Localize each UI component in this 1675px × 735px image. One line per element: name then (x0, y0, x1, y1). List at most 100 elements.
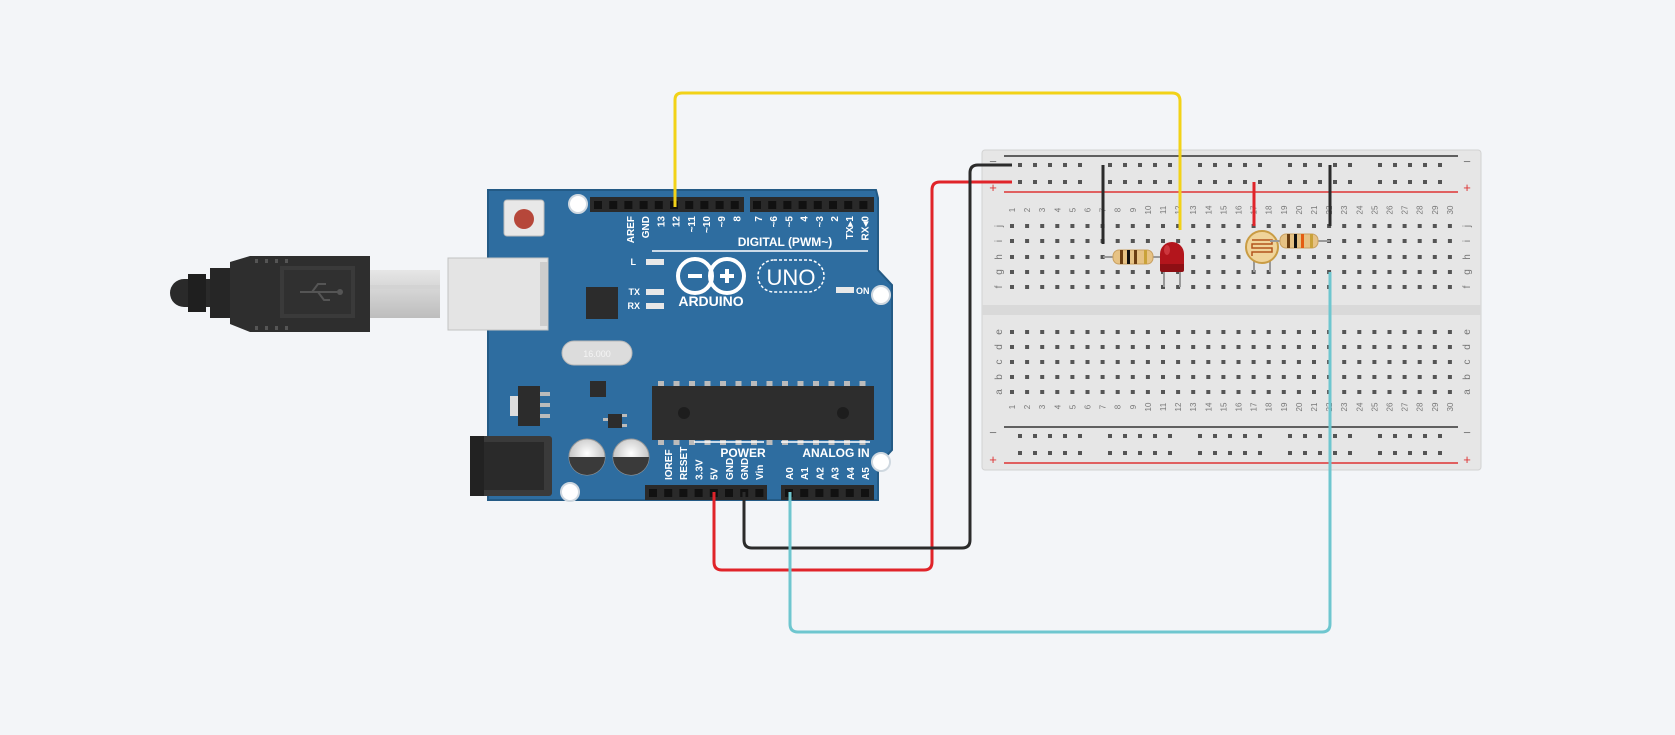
pin-label: 3.3V (694, 459, 705, 480)
brand-label: ARDUINO (678, 293, 743, 309)
red-led[interactable] (1160, 242, 1184, 287)
column-number-top: 11 (1159, 205, 1168, 214)
rail-minus-bottom-right: − (1463, 425, 1471, 440)
column-number-bottom: 7 (1099, 404, 1108, 409)
breadboard[interactable]: − − + + − − + + 112233445566778899101011… (981, 149, 1482, 471)
column-number-top: 4 (1053, 207, 1062, 212)
on-led-label: ON (856, 286, 870, 296)
digital-header-title: DIGITAL (PWM~) (738, 235, 833, 249)
column-number-bottom: 12 (1174, 402, 1183, 411)
column-number-top: 13 (1189, 205, 1198, 214)
column-number-bottom: 2 (1023, 404, 1032, 409)
row-label-right: i (1462, 240, 1473, 242)
pin-label: AREF (626, 216, 637, 243)
column-number-bottom: 25 (1370, 402, 1379, 411)
row-label-left: h (994, 254, 1005, 260)
rail-minus-top-right: − (1463, 154, 1471, 169)
column-number-top: 5 (1068, 207, 1077, 212)
digital-header-left (590, 197, 744, 212)
wire-black-gnd-to-rail[interactable] (742, 163, 1012, 550)
pin-label: A0 (785, 467, 796, 480)
row-label-left: i (994, 240, 1005, 242)
usb-cable[interactable] (170, 256, 440, 332)
resistor-led-series[interactable] (1103, 249, 1164, 265)
column-number-top: 29 (1431, 205, 1440, 214)
pin-label: GND (740, 458, 751, 480)
row-label-right: j (1462, 225, 1473, 228)
column-number-bottom: 9 (1129, 404, 1138, 409)
column-number-bottom: 16 (1235, 402, 1244, 411)
digital-header-right (750, 197, 874, 212)
pin-label: A2 (815, 467, 826, 480)
column-number-bottom: 28 (1416, 402, 1425, 411)
pin-label: ~11 (687, 216, 698, 233)
rail-minus-top-left: − (989, 154, 997, 169)
reset-button[interactable] (503, 199, 545, 237)
column-number-top: 18 (1265, 205, 1274, 214)
led-label-l: L (631, 257, 637, 267)
power-header (645, 485, 767, 500)
column-number-bottom: 15 (1219, 402, 1228, 411)
column-number-bottom: 6 (1084, 404, 1093, 409)
pin-label: 12 (672, 216, 683, 228)
analog-header-title: ANALOG IN (802, 446, 869, 460)
resistor-ldr-divider[interactable] (1270, 233, 1330, 249)
pin-label: ~3 (815, 216, 826, 228)
column-number-top: 25 (1370, 205, 1379, 214)
column-number-bottom: 10 (1144, 402, 1153, 411)
power-header-title: POWER (720, 446, 766, 460)
column-number-top: 28 (1416, 205, 1425, 214)
column-number-bottom: 20 (1295, 402, 1304, 411)
column-number-bottom: 23 (1340, 402, 1349, 411)
pin-label: A4 (846, 467, 857, 480)
capacitors (568, 438, 650, 476)
row-label-right: h (1462, 254, 1473, 260)
column-number-top: 3 (1038, 207, 1047, 212)
column-number-bottom: 4 (1053, 404, 1062, 409)
row-label-right: f (1462, 285, 1473, 288)
column-number-top: 15 (1219, 205, 1228, 214)
column-number-top: 10 (1144, 205, 1153, 214)
column-number-bottom: 11 (1159, 402, 1168, 411)
column-number-bottom: 1 (1008, 404, 1017, 409)
pin-label: RESET (679, 447, 690, 480)
row-label-right: e (1462, 329, 1473, 335)
column-number-bottom: 17 (1250, 402, 1259, 411)
wire-yellow-pin12-to-led[interactable] (673, 91, 1182, 230)
pin-label: A5 (861, 467, 872, 480)
status-leds: L TX RX ON (627, 257, 869, 311)
column-number-top: 30 (1446, 205, 1455, 214)
pin-label: RX◂0 (860, 216, 871, 241)
row-label-left: e (994, 329, 1005, 335)
pin-label: 13 (656, 216, 667, 228)
pin-label: ~5 (784, 216, 795, 228)
crystal-label: 16.000 (583, 349, 611, 359)
wire-red-5v-to-rail[interactable] (712, 180, 1012, 572)
breadboard-labels: 1122334455667788991010111112121313141415… (994, 205, 1473, 411)
pin-label: ~6 (769, 216, 780, 228)
row-label-left: c (994, 360, 1005, 365)
transistor (603, 414, 627, 428)
row-label-left: g (994, 269, 1005, 275)
atmega-microcontroller (652, 381, 874, 445)
column-number-bottom: 29 (1431, 402, 1440, 411)
wires[interactable] (673, 91, 1332, 634)
rail-minus-bottom-left: − (989, 425, 997, 440)
pin-label: GND (725, 458, 736, 480)
pin-label: IOREF (664, 449, 675, 480)
column-number-top: 20 (1295, 205, 1304, 214)
wire-cyan-a0-to-ldr[interactable] (788, 272, 1332, 634)
row-label-right: b (1462, 374, 1473, 380)
column-number-bottom: 30 (1446, 402, 1455, 411)
column-number-top: 24 (1355, 205, 1364, 214)
pin-label: Vin (755, 465, 766, 480)
column-number-bottom: 8 (1114, 404, 1123, 409)
column-number-bottom: 24 (1355, 402, 1364, 411)
mounting-holes (560, 194, 891, 502)
rail-plus-top-left: + (989, 180, 997, 195)
column-number-bottom: 27 (1401, 402, 1410, 411)
row-label-right: d (1462, 344, 1473, 350)
crystal-oscillator: 16.000 (561, 340, 633, 366)
row-label-right: c (1462, 360, 1473, 365)
arduino-uno-board[interactable]: 16.000 L TX RX ON (447, 189, 893, 502)
